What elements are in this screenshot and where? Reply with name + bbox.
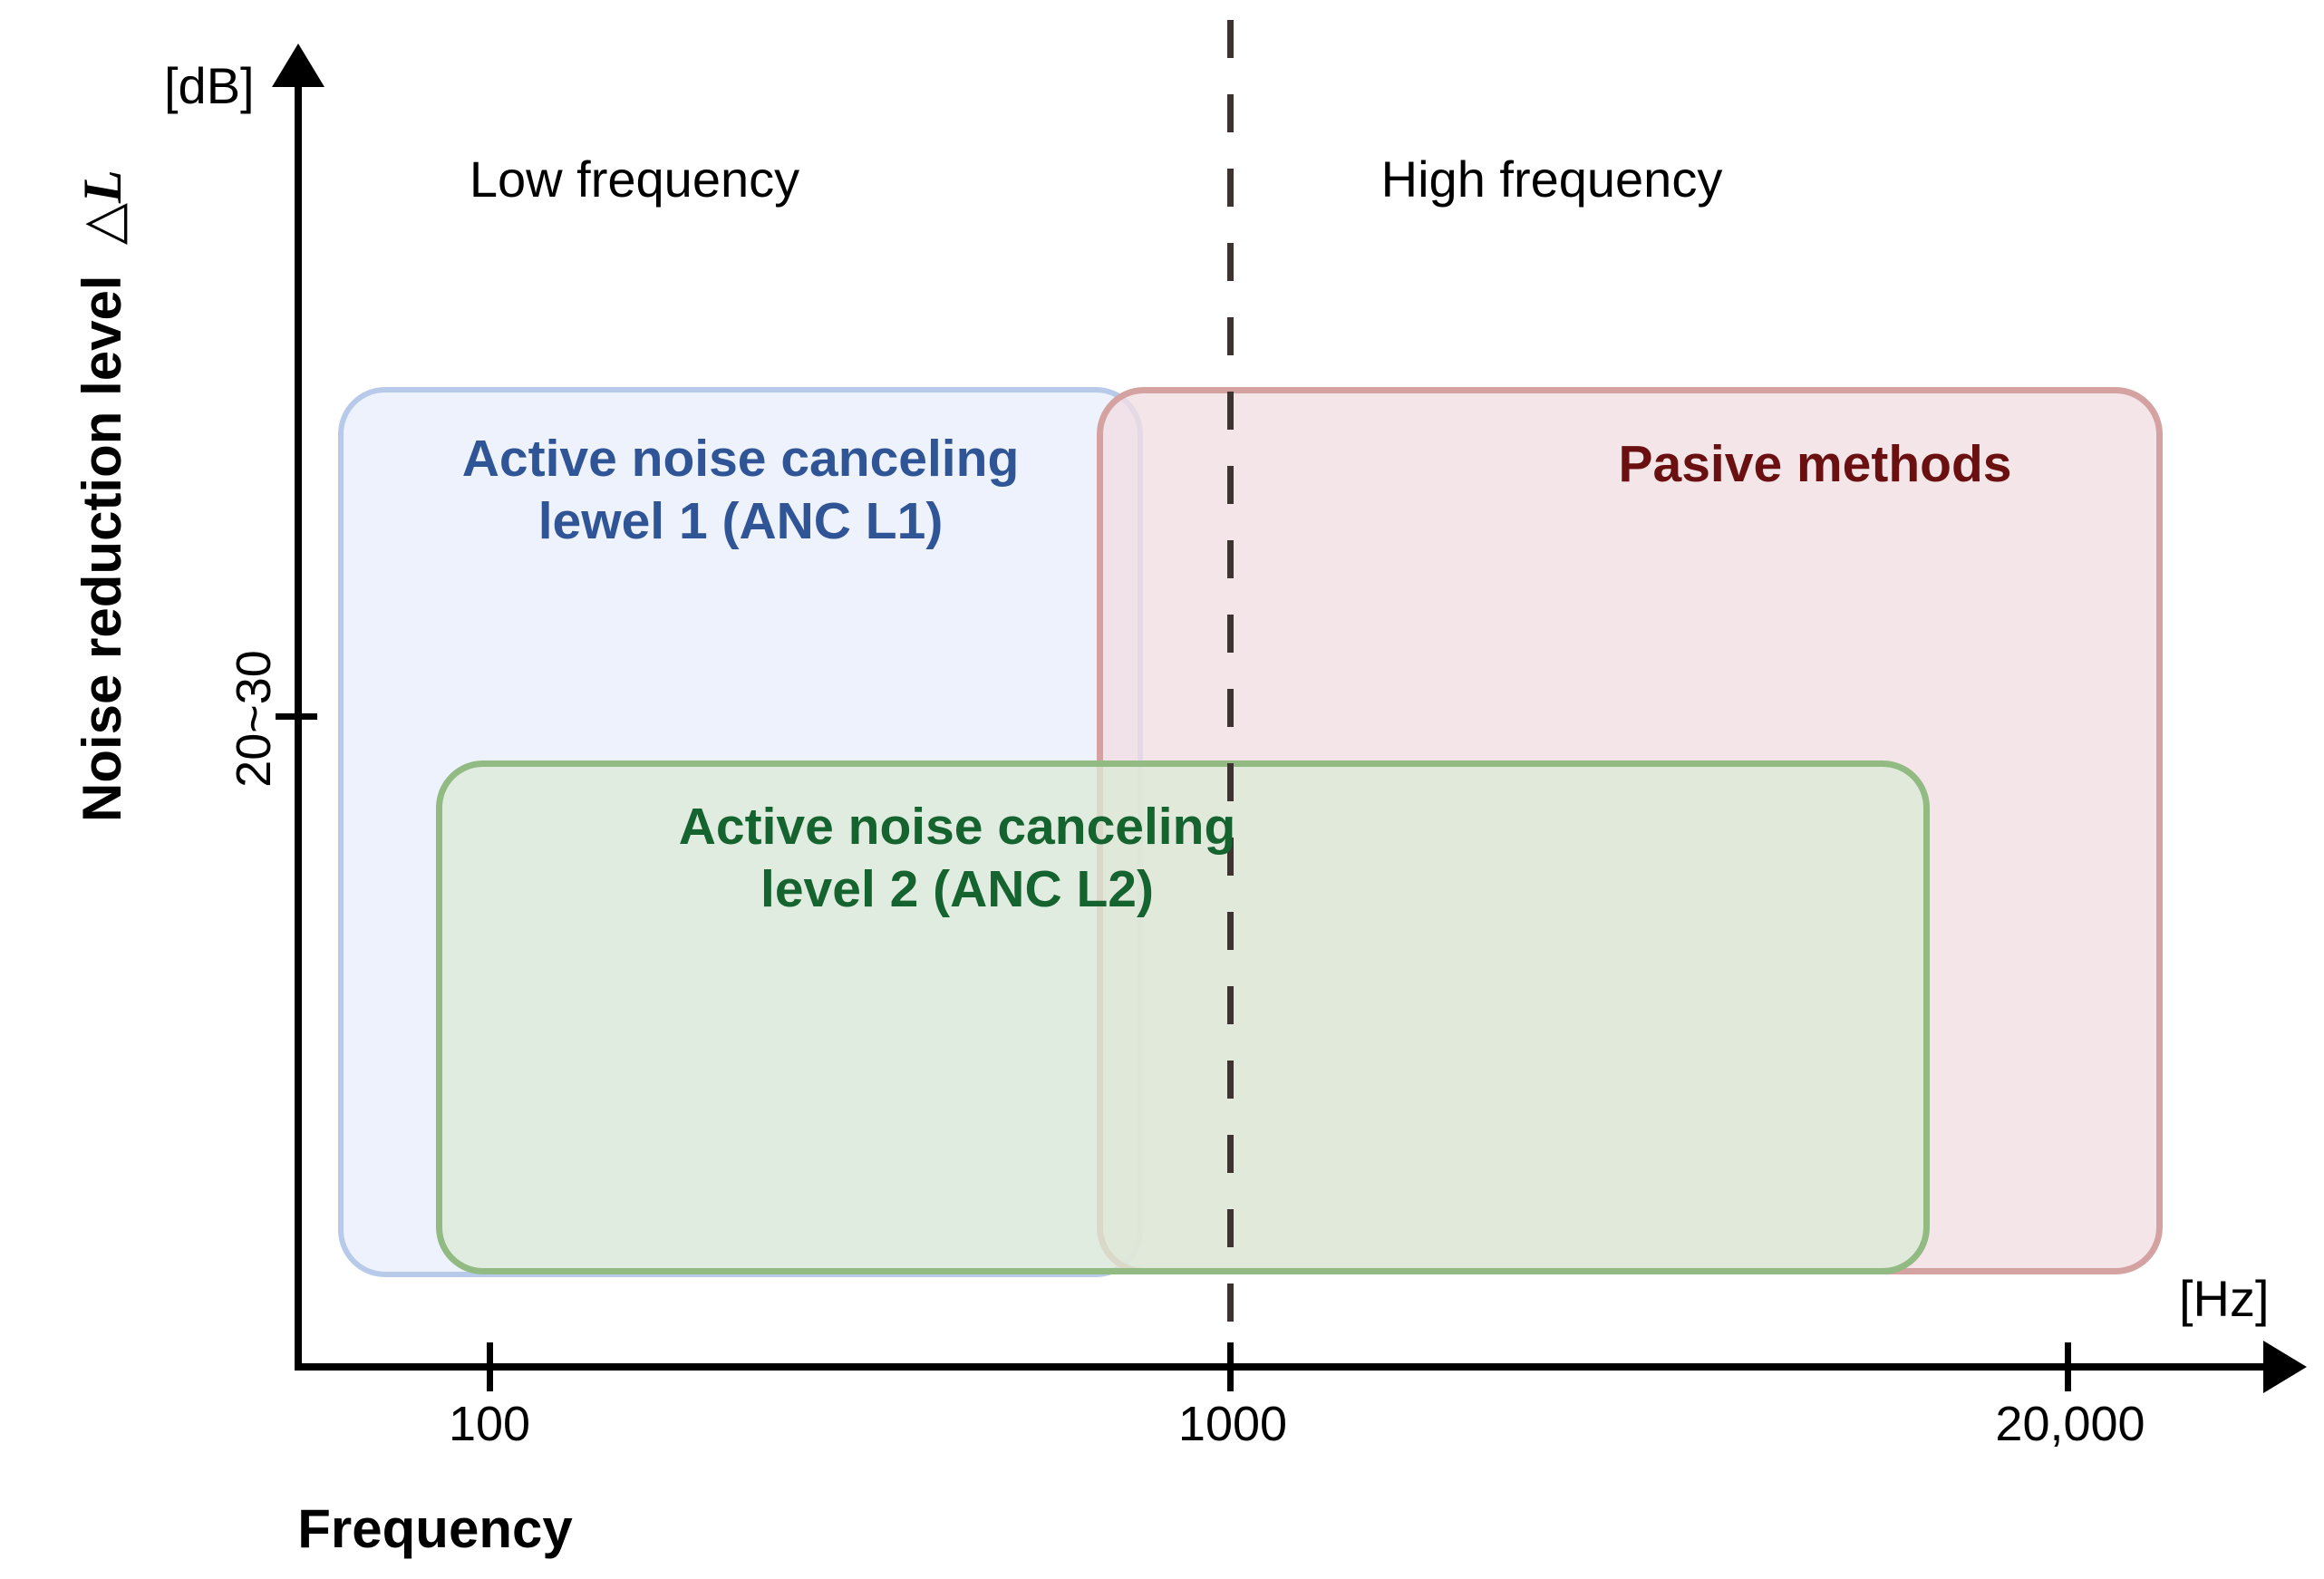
x-axis-arrowhead: [2263, 1341, 2307, 1393]
region-label-anc-level-2-line1: Active noise canceling: [678, 798, 1236, 856]
x-tick-label-20000: 20,000: [1995, 1397, 2145, 1451]
x-axis-title-text: Frequency: [297, 1498, 573, 1559]
region-label-anc-level-2: Active noise canceling level 2 (ANC L2): [436, 796, 1478, 921]
x-tick-mark-100: [487, 1342, 493, 1391]
region-label-passive-methods: Pasive methods: [1468, 433, 2162, 496]
x-axis-unit-label: [Hz]: [2179, 1270, 2270, 1327]
y-axis-unit-label: [dB]: [164, 57, 255, 114]
band-label-high-frequency: High frequency: [1380, 150, 1723, 208]
x-axis-title: Frequency: [0, 1497, 2324, 1560]
delta-symbol: △: [73, 202, 132, 246]
region-label-anc-level-1: Active noise canceling lewel 1 (ANC L1): [338, 428, 1143, 553]
y-axis-title-text: Noise reduction level: [72, 275, 132, 822]
x-tick-label-100: 100: [448, 1397, 531, 1451]
y-tick-mark-20-30: [276, 713, 317, 720]
region-label-passive-methods-line1: Pasive methods: [1618, 435, 2012, 493]
region-anc-level-2: [436, 760, 1930, 1274]
x-tick-mark-20000: [2065, 1342, 2071, 1391]
band-label-low-frequency: Low frequency: [469, 150, 800, 208]
y-tick-label-20-30: 20~30: [227, 650, 281, 788]
frequency-divider-line: [1227, 20, 1234, 1391]
x-axis-line: [298, 1363, 2274, 1371]
x-tick-label-1000: 1000: [1177, 1397, 1288, 1451]
region-label-anc-level-1-line2: lewel 1 (ANC L1): [537, 491, 944, 550]
y-axis-arrowhead: [272, 44, 324, 87]
region-label-anc-level-1-line1: Active noise canceling: [461, 430, 1020, 488]
region-label-anc-level-2-line2: level 2 (ANC L2): [760, 859, 1154, 918]
y-axis-title: Noise reduction level △L: [71, 170, 134, 822]
level-symbol: L: [73, 170, 132, 203]
x-tick-mark-1000: [1227, 1342, 1234, 1391]
y-axis-line: [295, 71, 302, 1371]
